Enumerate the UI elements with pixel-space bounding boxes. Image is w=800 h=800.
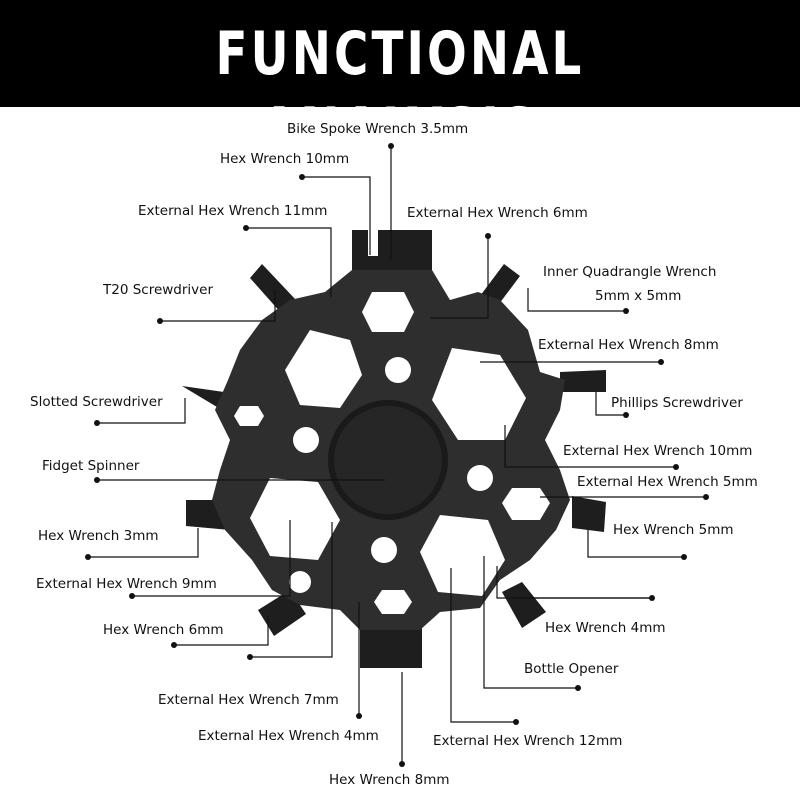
leader-phillips	[595, 392, 626, 416]
label-hex-wrench-6: Hex Wrench 6mm	[103, 622, 224, 638]
leader-ext-hex-9	[132, 520, 291, 597]
hex-hole-10	[432, 348, 526, 440]
label-bottle-opener: Bottle Opener	[524, 661, 619, 677]
label-ext-hex-9: External Hex Wrench 9mm	[36, 576, 217, 592]
label-ext-hex-6: External Hex Wrench 6mm	[407, 205, 588, 221]
label-ext-hex-4: External Hex Wrench 4mm	[198, 728, 379, 744]
leader-ext-hex-6	[430, 236, 489, 319]
label-t20-screwdriver: T20 Screwdriver	[103, 282, 214, 298]
slotted-blade	[182, 386, 224, 410]
spoke-slot	[368, 226, 378, 256]
leader-hex-4b	[496, 566, 652, 599]
label-inner-quadrangle: Inner Quadrangle Wrench	[543, 264, 717, 280]
hex-hole-4	[374, 590, 412, 614]
hex-hole-5	[502, 488, 550, 520]
label-ext-hex-8: External Hex Wrench 8mm	[538, 337, 719, 353]
multitool-body	[182, 226, 606, 668]
round-hole	[293, 427, 319, 453]
hex-hole-9	[250, 478, 340, 560]
top-pin-tool	[352, 230, 432, 272]
label-ext-hex-7: External Hex Wrench 7mm	[158, 692, 339, 708]
label-phillips-screwdriver: Phillips Screwdriver	[611, 395, 743, 411]
leader-hex-3	[88, 528, 199, 558]
label-bike-spoke-wrench: Bike Spoke Wrench 3.5mm	[287, 121, 469, 137]
hex4-pin	[502, 582, 546, 628]
leader-bottle-opener	[483, 556, 578, 689]
label-hex-wrench-8: Hex Wrench 8mm	[329, 772, 450, 788]
round-hole	[467, 465, 493, 491]
label-hex-wrench-5: Hex Wrench 5mm	[613, 522, 734, 538]
fidget-spinner-cap	[334, 406, 442, 514]
phillips-bit	[560, 370, 606, 392]
page-title: FUNCTIONAL ANALYSIS	[215, 19, 585, 165]
leader-slotted	[97, 398, 186, 424]
leader-ext-hex-12	[450, 568, 516, 723]
label-fidget-spinner: Fidget Spinner	[42, 458, 140, 474]
hex-hole-6	[362, 292, 414, 332]
round-hole	[371, 537, 397, 563]
leader-dots	[85, 143, 709, 767]
leader-hex-10	[302, 176, 371, 255]
label-ext-hex-11: External Hex Wrench 11mm	[138, 203, 328, 219]
leader-ext-hex-7	[250, 522, 333, 658]
hex-hole-11	[285, 330, 362, 408]
label-ext-hex-10: External Hex Wrench 10mm	[563, 443, 753, 459]
leader-inner-quad	[527, 288, 626, 312]
round-hole	[385, 357, 411, 383]
leader-ext-hex-11	[246, 227, 332, 297]
leader-hex-6	[174, 616, 269, 646]
label-hex-wrench-4: Hex Wrench 4mm	[545, 620, 666, 636]
leader-ext-hex-10	[504, 425, 676, 468]
label-hex-wrench-3: Hex Wrench 3mm	[38, 528, 159, 544]
header-banner: FUNCTIONAL ANALYSIS	[0, 0, 800, 165]
t20-bit	[250, 264, 296, 314]
hex-hole-small	[234, 406, 264, 426]
label-slotted-screwdriver: Slotted Screwdriver	[30, 394, 163, 410]
leader-hex-5	[587, 530, 684, 558]
label-ext-hex-5: External Hex Wrench 5mm	[577, 474, 758, 490]
label-inner-quadrangle-size: 5mm x 5mm	[595, 288, 682, 304]
label-ext-hex-12: External Hex Wrench 12mm	[433, 733, 623, 749]
label-hex-wrench-10: Hex Wrench 10mm	[220, 151, 350, 167]
round-hole	[289, 571, 311, 593]
leader-lines	[88, 146, 706, 764]
leader-t20	[160, 290, 276, 322]
hex5-pin	[572, 496, 606, 532]
